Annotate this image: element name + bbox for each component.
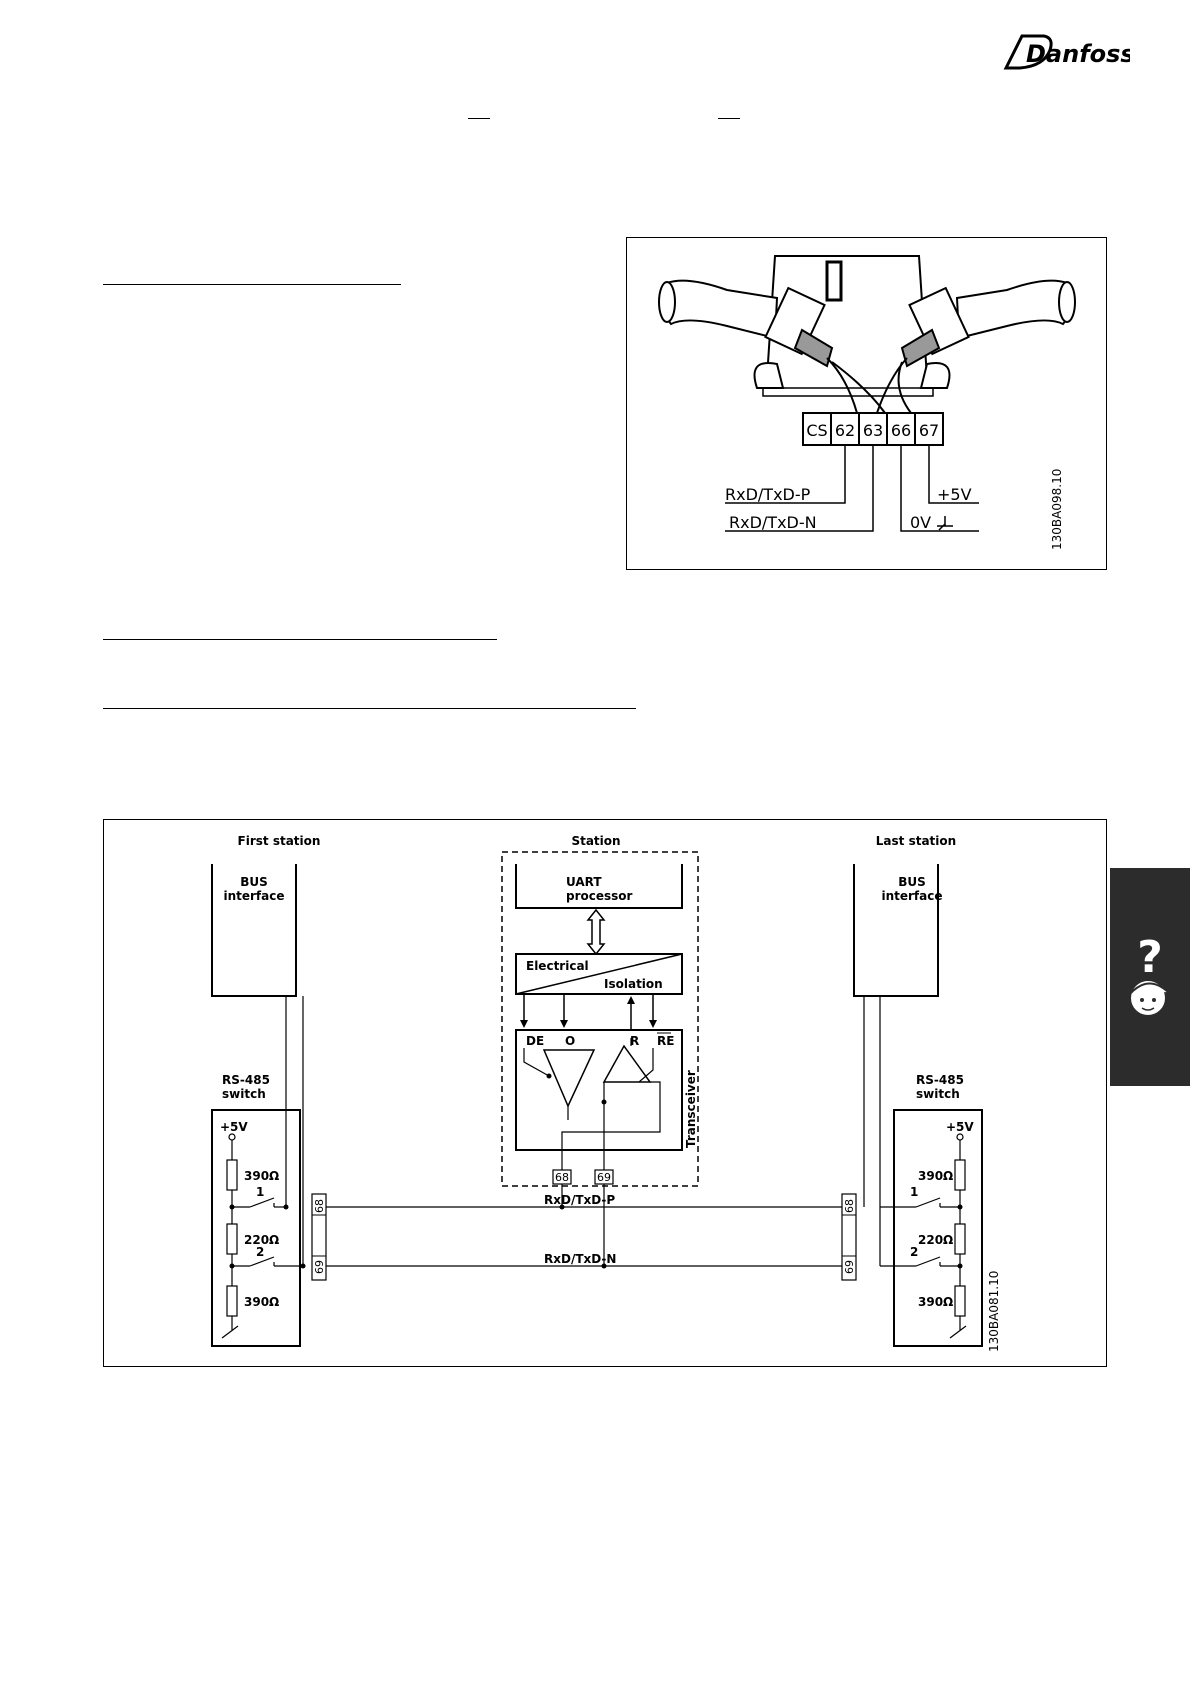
svg-text:?: ?	[1137, 932, 1163, 983]
right-switch-2: 2	[910, 1245, 918, 1259]
first-station-label: First station	[238, 834, 321, 848]
bus-diagram: First station Station Last station BUS i…	[211, 834, 1001, 1352]
terminal-block: CS 62 63 66 67	[802, 412, 944, 446]
ground-icon	[937, 516, 953, 531]
section-heading-rule	[103, 284, 401, 285]
signal-n-label: RxD/TxD-N	[729, 513, 817, 532]
left-r2: 220Ω	[244, 1233, 279, 1247]
terminal-label: 63	[863, 421, 883, 440]
pin-de: DE	[526, 1034, 544, 1048]
danfoss-logo: Danfoss	[1003, 34, 1130, 70]
bus-interface-right-2: interface	[881, 889, 942, 903]
terminal-label: 62	[835, 421, 855, 440]
left-switch-1: 1	[256, 1185, 264, 1199]
left-r3: 390Ω	[244, 1295, 279, 1309]
left-term-68: 68	[313, 1199, 326, 1213]
question-mark-icon: ?	[1129, 932, 1169, 1017]
terminal-label: 66	[891, 421, 911, 440]
right-plus5v: +5V	[946, 1120, 974, 1134]
rs485-left-2: switch	[222, 1087, 266, 1101]
pin-re: RE	[657, 1034, 674, 1048]
rs485-left-1: RS-485	[222, 1073, 270, 1087]
uart-label-2: processor	[566, 889, 633, 903]
connector-figure: CS 62 63 66 67 RxD/TxD-P RxD/TxD-N +5V 0…	[626, 237, 1107, 570]
terminal-label: CS	[806, 421, 827, 440]
section-heading-rule	[103, 639, 497, 640]
rs485-right-1: RS-485	[916, 1073, 964, 1087]
right-r3: 390Ω	[918, 1295, 953, 1309]
transceiver-label: Transceiver	[684, 1070, 698, 1148]
right-r2: 220Ω	[918, 1233, 953, 1247]
figure-id: 130BA098.10	[1050, 469, 1064, 550]
right-switch-1: 1	[910, 1185, 918, 1199]
rs485-right-2: switch	[916, 1087, 960, 1101]
right-term-68: 68	[843, 1199, 856, 1213]
left-term-69: 69	[313, 1260, 326, 1274]
right-term-69: 69	[843, 1260, 856, 1274]
plus5v-label: +5V	[937, 485, 972, 504]
line-p-label: RxD/TxD-P	[544, 1193, 615, 1207]
pin-o: O	[565, 1034, 575, 1048]
overline-mark	[718, 118, 740, 119]
signal-p-label: RxD/TxD-P	[725, 485, 811, 504]
electrical-label: Electrical	[526, 959, 589, 973]
uart-label-1: UART	[566, 875, 602, 889]
left-r1: 390Ω	[244, 1169, 279, 1183]
bus-interface-left-2: interface	[223, 889, 284, 903]
last-station-label: Last station	[876, 834, 956, 848]
bus-interface-left-1: BUS	[240, 875, 268, 889]
double-arrow-icon	[586, 908, 606, 956]
station-term-68: 68	[555, 1171, 569, 1184]
bus-figure-id: 130BA081.10	[987, 1271, 1001, 1352]
section-heading-rule	[103, 708, 636, 709]
logo-text: Danfoss	[1026, 40, 1130, 68]
bus-interface-right-1: BUS	[898, 875, 926, 889]
station-label: Station	[571, 834, 620, 848]
left-plus5v: +5V	[220, 1120, 248, 1134]
isolation-label: Isolation	[604, 977, 663, 991]
bus-figure: First station Station Last station BUS i…	[103, 819, 1107, 1367]
pin-r: R	[630, 1034, 639, 1048]
connector-diagram: CS 62 63 66 67 RxD/TxD-P RxD/TxD-N +5V 0…	[658, 255, 1076, 550]
right-r1: 390Ω	[918, 1169, 953, 1183]
terminal-label: 67	[919, 421, 939, 440]
overline-mark	[468, 118, 490, 119]
station-term-69: 69	[597, 1171, 611, 1184]
line-n-label: RxD/TxD-N	[544, 1252, 616, 1266]
zero-v-label: 0V	[910, 513, 931, 532]
side-tab: ?	[1110, 868, 1190, 1086]
left-switch-2: 2	[256, 1245, 264, 1259]
